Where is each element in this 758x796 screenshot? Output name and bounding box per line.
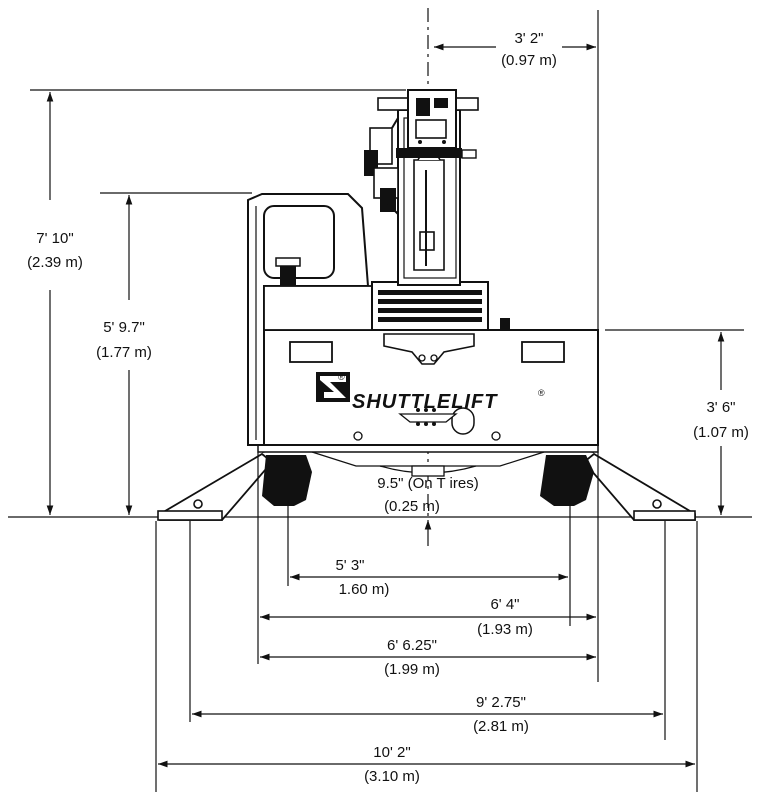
left-tire bbox=[262, 455, 312, 506]
svg-text:®: ® bbox=[538, 388, 545, 398]
dim-frame-height: 3' 6" (1.07 m) bbox=[605, 329, 749, 515]
outrigger-pads-imperial: 9' 2.75" bbox=[476, 694, 526, 711]
track-outer-imperial: 6' 4" bbox=[490, 596, 519, 613]
track-inner-metric: 1.60 m) bbox=[339, 581, 390, 598]
dim-body-width: 6' 6.25" (1.99 m) bbox=[260, 637, 596, 678]
frame-height-imperial: 3' 6" bbox=[706, 399, 735, 416]
left-outrigger bbox=[159, 452, 274, 521]
outrigger-pads-metric: (2.81 m) bbox=[473, 718, 529, 735]
engine-grille bbox=[371, 281, 489, 331]
dim-track-outer: 6' 4" (1.93 m) bbox=[260, 596, 596, 638]
mast bbox=[364, 89, 479, 286]
body-width-imperial: 6' 6.25" bbox=[387, 637, 437, 654]
right-tire bbox=[540, 455, 594, 506]
svg-text:®: ® bbox=[338, 372, 345, 382]
overall-width-imperial: 10' 2" bbox=[373, 744, 410, 761]
cab-height-imperial: 5' 9.7" bbox=[103, 319, 145, 336]
dim-top-offset: 3' 2" (0.97 m) bbox=[434, 10, 599, 330]
width-extension-lines bbox=[155, 452, 698, 792]
machine-illustration: SHUTTLELIFT ® ® bbox=[157, 89, 696, 521]
overall-height-imperial: 7' 10" bbox=[36, 230, 73, 247]
dim-track-inner: 5' 3" 1.60 m) bbox=[290, 557, 568, 598]
ground-clearance-metric: (0.25 m) bbox=[384, 498, 440, 515]
dim-outrigger-pads: 9' 2.75" (2.81 m) bbox=[192, 694, 663, 735]
body-width-metric: (1.99 m) bbox=[384, 661, 440, 678]
cab-height-metric: (1.77 m) bbox=[96, 344, 152, 361]
svg-text:SHUTTLELIFT: SHUTTLELIFT bbox=[352, 391, 498, 413]
dim-overall-height: 7' 10" (2.39 m) bbox=[27, 89, 406, 515]
top-offset-metric: (0.97 m) bbox=[501, 52, 557, 69]
dim-ground-clearance: 9.5" (On T ires) (0.25 m) bbox=[377, 475, 479, 546]
overall-width-metric: (3.10 m) bbox=[364, 768, 420, 785]
track-inner-imperial: 5' 3" bbox=[335, 557, 364, 574]
overall-height-metric: (2.39 m) bbox=[27, 254, 83, 271]
track-outer-metric: (1.93 m) bbox=[477, 621, 533, 638]
frame-height-metric: (1.07 m) bbox=[693, 424, 749, 441]
shuttlelift-logo: SHUTTLELIFT ® ® bbox=[316, 372, 545, 413]
dim-overall-width: 10' 2" (3.10 m) bbox=[158, 744, 695, 785]
right-outrigger bbox=[582, 452, 696, 521]
dim-cab-height: 5' 9.7" (1.77 m) bbox=[96, 192, 252, 515]
ground-clearance-imperial: 9.5" (On T ires) bbox=[377, 475, 478, 492]
top-offset-imperial: 3' 2" bbox=[514, 30, 543, 47]
